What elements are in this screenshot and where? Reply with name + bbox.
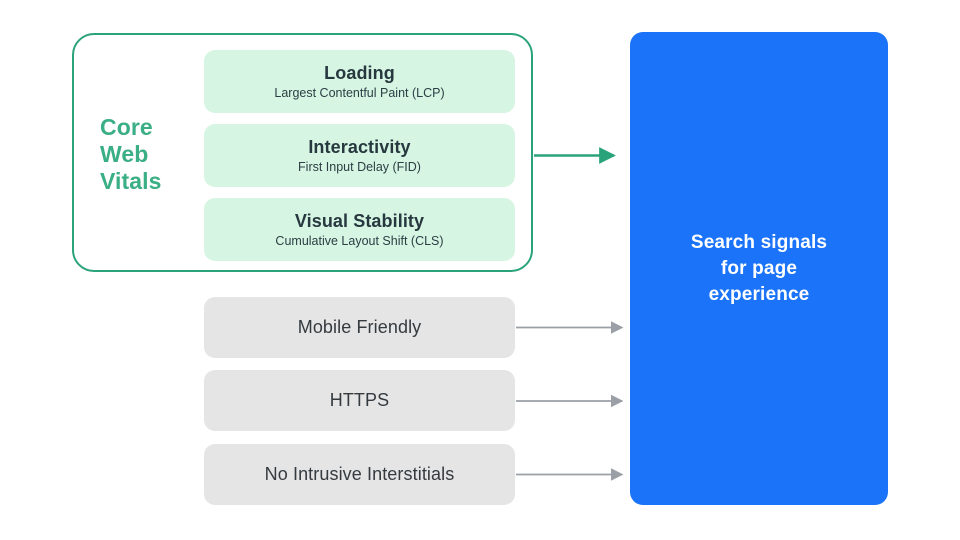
core-web-vitals-group-label: Core Web Vitals [100,114,162,194]
metric-subtitle: Largest Contentful Paint (LCP) [274,85,445,100]
metric-subtitle: Cumulative Layout Shift (CLS) [275,233,444,248]
signal-label: HTTPS [329,390,390,410]
metric-card-visual-stability: Visual Stability Cumulative Layout Shift… [204,198,515,261]
outcome-label: Search signals for page experience [690,231,828,305]
signal-label: No Intrusive Interstitials [264,464,455,484]
metric-title: Interactivity [308,136,411,157]
signal-card-no-intrusive-interstitials: No Intrusive Interstitials [204,444,515,505]
metric-subtitle: First Input Delay (FID) [298,159,421,174]
signal-card-mobile-friendly: Mobile Friendly [204,297,515,358]
signal-card-https: HTTPS [204,370,515,431]
outcome-card-search-signals: Search signals for page experience [630,32,888,505]
metric-title: Loading [324,62,395,83]
metric-card-loading: Loading Largest Contentful Paint (LCP) [204,50,515,113]
signal-label: Mobile Friendly [297,317,422,337]
metric-title: Visual Stability [294,210,425,231]
metric-card-interactivity: Interactivity First Input Delay (FID) [204,124,515,187]
